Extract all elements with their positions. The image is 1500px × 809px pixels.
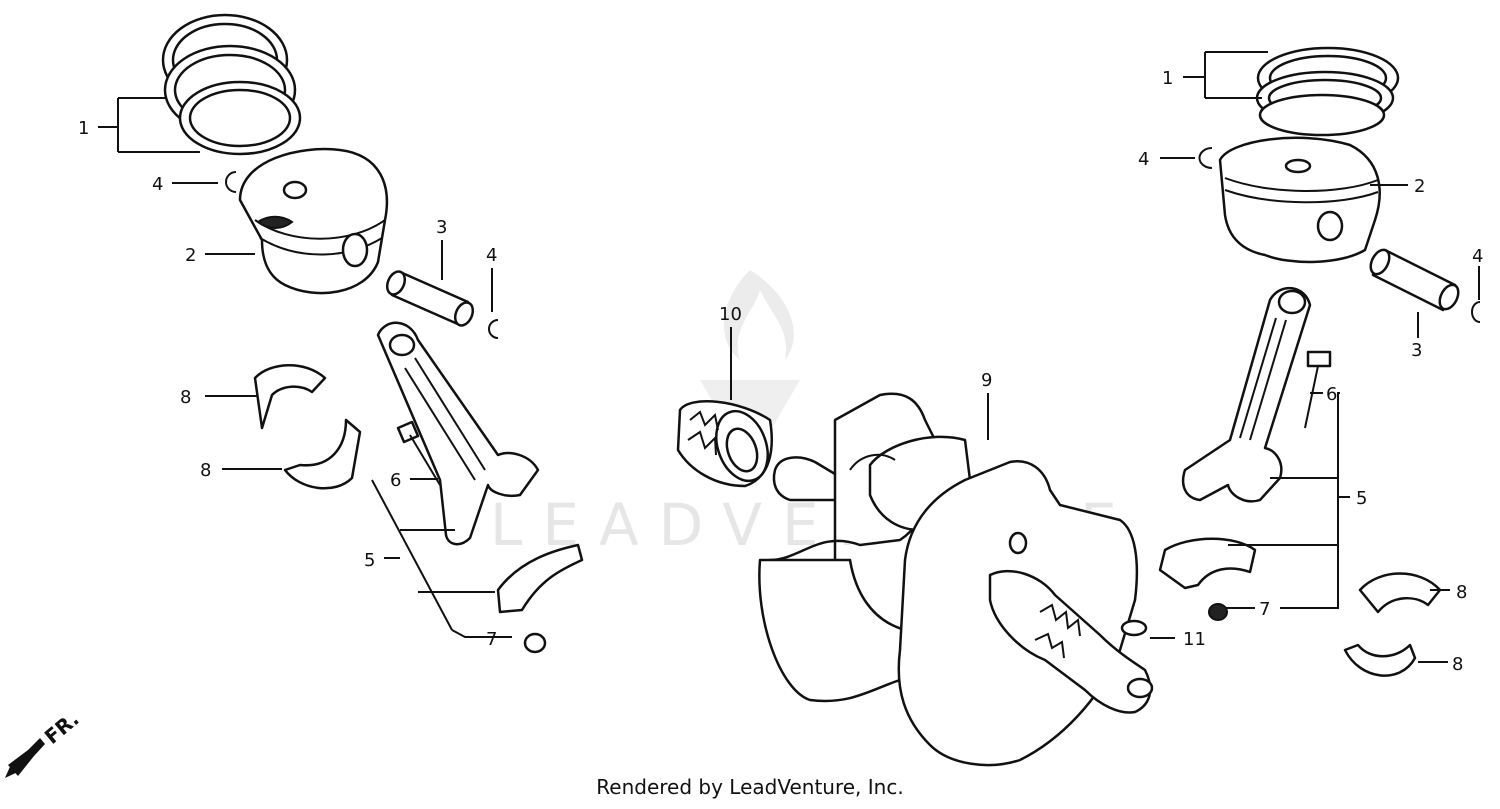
callout-right-pin: 3 <box>1411 340 1422 361</box>
left-rod-bolt <box>396 420 441 486</box>
callout-right-bolt: 6 <box>1326 384 1337 405</box>
right-bearing-upper <box>1358 572 1442 614</box>
callout-left-bearing-upper: 8 <box>180 387 191 408</box>
callout-right-bearing-lower: 8 <box>1452 654 1463 675</box>
left-rod-cap <box>496 543 584 614</box>
left-piston-pin <box>385 270 475 327</box>
callout-left-rod: 5 <box>364 550 375 571</box>
callout-left-pin: 3 <box>436 217 447 238</box>
left-piston-rings <box>161 13 302 156</box>
left-circlip-upper <box>225 171 237 193</box>
right-connecting-rod <box>1181 286 1312 503</box>
left-circlip-lower <box>488 319 499 339</box>
callout-left-circlip-lower: 4 <box>486 245 497 266</box>
left-bearing-lower <box>283 418 362 490</box>
callout-right-nut: 7 <box>1259 599 1270 620</box>
callout-crankshaft: 9 <box>981 370 992 391</box>
right-piston <box>1218 136 1381 264</box>
right-piston-rings <box>1255 46 1400 137</box>
primary-gear <box>676 400 773 488</box>
callout-right-circlip-upper: 4 <box>1138 149 1149 170</box>
callout-right-piston: 2 <box>1414 176 1425 197</box>
center-leader-lines <box>730 327 1175 639</box>
left-leader-lines <box>98 97 512 638</box>
callout-right-rings: 1 <box>1162 68 1173 89</box>
right-circlip-lower <box>1471 301 1481 323</box>
right-leader-lines <box>1160 51 1480 663</box>
woodruff-key <box>1120 619 1148 637</box>
right-bearing-lower <box>1343 643 1417 677</box>
callout-left-circlip-upper: 4 <box>152 174 163 195</box>
callout-left-nut: 7 <box>486 629 497 650</box>
right-rod-bolt <box>1304 350 1332 429</box>
callout-woodruff-key: 11 <box>1183 629 1206 650</box>
left-connecting-rod <box>376 321 540 546</box>
left-rod-nut <box>523 632 547 654</box>
callout-right-bearing-upper: 8 <box>1456 582 1467 603</box>
callout-labels: 1 4 2 3 4 8 8 6 5 7 9 10 11 1 4 2 4 3 6 … <box>78 68 1483 675</box>
crankshaft <box>758 392 1154 767</box>
left-bearing-upper <box>253 364 327 430</box>
front-direction-label: FR. <box>40 707 84 749</box>
callout-right-rod: 5 <box>1356 488 1367 509</box>
right-circlip-upper <box>1198 147 1213 169</box>
right-rod-cap <box>1158 537 1257 590</box>
front-arrow-icon: FR. <box>5 707 84 778</box>
right-piston-pin <box>1369 248 1460 312</box>
callout-left-bearing-lower: 8 <box>200 460 211 481</box>
callout-left-piston: 2 <box>185 245 196 266</box>
callout-primary-gear: 10 <box>719 304 742 325</box>
callout-left-rings: 1 <box>78 118 89 139</box>
footer-credit: Rendered by LeadVenture, Inc. <box>596 775 904 799</box>
right-rod-nut <box>1208 603 1228 621</box>
callout-left-bolt: 6 <box>390 470 401 491</box>
callout-right-circlip-lower: 4 <box>1472 246 1483 267</box>
left-piston <box>238 147 389 295</box>
